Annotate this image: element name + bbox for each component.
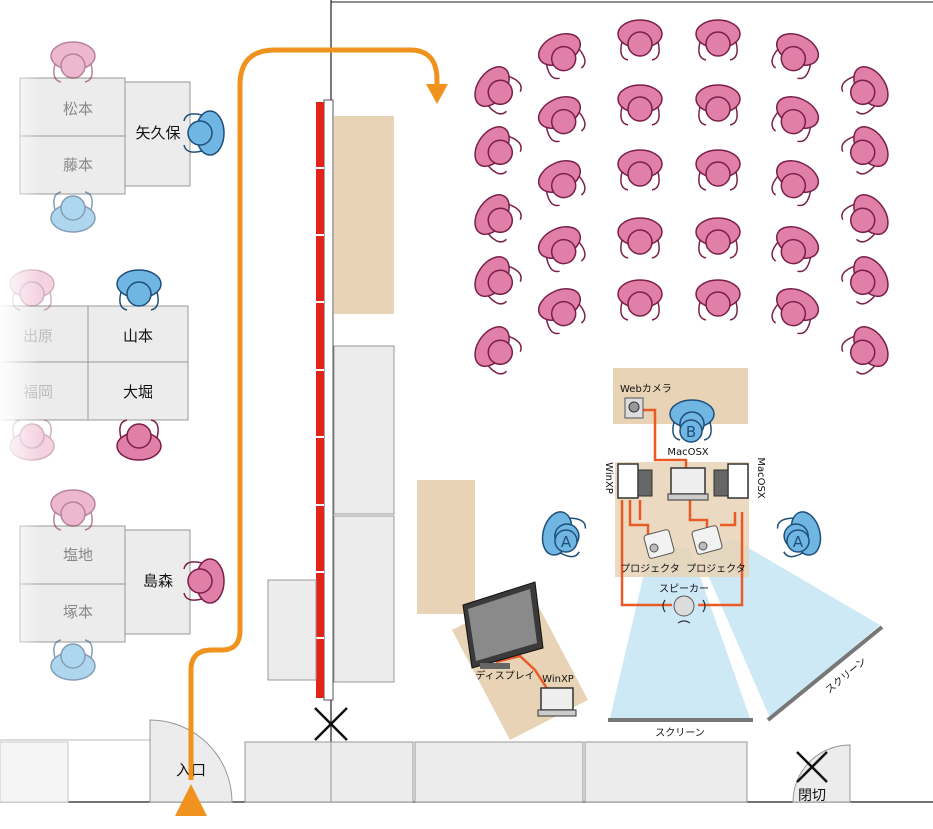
operator-a-right: A bbox=[774, 507, 826, 563]
partition bbox=[314, 99, 348, 741]
audience-person bbox=[532, 26, 592, 84]
macosx-laptop-icon bbox=[667, 467, 709, 501]
desk-label-tsukamoto: 塚本 bbox=[63, 603, 93, 621]
audience-person bbox=[467, 187, 527, 249]
audience-person bbox=[836, 319, 896, 381]
bottom-cabinets bbox=[0, 741, 748, 803]
partition-x-icon bbox=[314, 707, 348, 741]
webcam-label: Webカメラ bbox=[620, 383, 672, 395]
audience-person bbox=[836, 59, 896, 121]
audience-person bbox=[765, 219, 825, 277]
audience-person bbox=[695, 149, 741, 191]
audience bbox=[467, 19, 896, 381]
speaker-label: スピーカー bbox=[659, 583, 709, 595]
projector-1-label: プロジェクタ bbox=[620, 563, 680, 575]
audience-person bbox=[617, 149, 663, 191]
winxp-tower-icon bbox=[617, 463, 653, 499]
audience-person bbox=[617, 84, 663, 126]
route-arrow bbox=[188, 47, 440, 780]
audience-person bbox=[617, 217, 663, 259]
display-label: ディスプレイ bbox=[475, 669, 534, 682]
audience-person bbox=[695, 19, 741, 61]
audience-person bbox=[695, 84, 741, 126]
winxp-laptop-label: WinXP bbox=[542, 674, 574, 685]
audience-person bbox=[765, 26, 825, 84]
desk-label-shimamori: 島森 bbox=[143, 572, 173, 590]
desk-label-matsumoto: 松本 bbox=[63, 100, 93, 118]
marker-b: B bbox=[686, 423, 696, 441]
speaker-icon bbox=[662, 595, 706, 624]
desk-cluster-top: 松本 藤本 矢久保 bbox=[19, 41, 225, 233]
operator-a-left: A bbox=[537, 507, 589, 563]
audience-person bbox=[836, 249, 896, 311]
operator-b: B bbox=[669, 399, 715, 443]
audience-person bbox=[695, 217, 741, 259]
macosx-tower-icon bbox=[713, 463, 749, 499]
display-monitor-icon bbox=[462, 581, 544, 669]
audience-person bbox=[467, 249, 527, 311]
desk-label-ohori: 大堀 bbox=[123, 383, 153, 401]
closed-door: 閉切 bbox=[792, 744, 851, 804]
desk-label-fujimoto: 藤本 bbox=[63, 156, 93, 174]
desk-label-shioji: 塩地 bbox=[63, 546, 93, 564]
projector-1-icon bbox=[643, 529, 675, 559]
desk-label-yamamoto: 山本 bbox=[123, 327, 153, 345]
audience-person bbox=[467, 119, 527, 181]
desk-cluster-bottom: 塩地 塚本 島森 bbox=[19, 489, 225, 681]
left-desks: 松本 藤本 矢久保 出原 山本 福岡 大堀 塩地 bbox=[0, 41, 225, 681]
winxp-laptop-icon bbox=[537, 687, 577, 717]
audience-person bbox=[617, 19, 663, 61]
audience-person bbox=[765, 89, 825, 147]
audience-person bbox=[532, 89, 592, 147]
audience-person bbox=[765, 153, 825, 211]
audience-person bbox=[836, 119, 896, 181]
winxp-side-label: WinXP bbox=[603, 462, 614, 494]
macosx-center-label: MacOSX bbox=[667, 447, 708, 458]
webcam-icon bbox=[624, 397, 644, 419]
projector-2-label: プロジェクタ bbox=[686, 563, 746, 575]
closed-label: 閉切 bbox=[798, 788, 826, 804]
screen-right bbox=[766, 625, 884, 722]
audience-person bbox=[532, 153, 592, 211]
audience-person bbox=[467, 59, 527, 121]
entrance-arrow-icon bbox=[175, 784, 207, 816]
closed-x-icon bbox=[796, 751, 828, 783]
audience-person bbox=[836, 187, 896, 249]
audience-person bbox=[532, 281, 592, 339]
audience-person bbox=[695, 279, 741, 321]
macosx-side-label: MacOSX bbox=[755, 457, 766, 498]
audience-person bbox=[765, 281, 825, 339]
marker-a-left: A bbox=[561, 533, 572, 551]
desk-label-yakubo: 矢久保 bbox=[135, 124, 180, 142]
marker-a-right: A bbox=[793, 533, 804, 551]
screen-bottom-label: スクリーン bbox=[655, 727, 705, 739]
cables bbox=[495, 408, 744, 691]
audience-person bbox=[532, 219, 592, 277]
projector-2-icon bbox=[691, 525, 723, 555]
partition-furniture bbox=[267, 116, 475, 683]
audience-person bbox=[617, 279, 663, 321]
audience-person bbox=[467, 319, 527, 381]
route-arrowhead-icon bbox=[426, 84, 448, 104]
